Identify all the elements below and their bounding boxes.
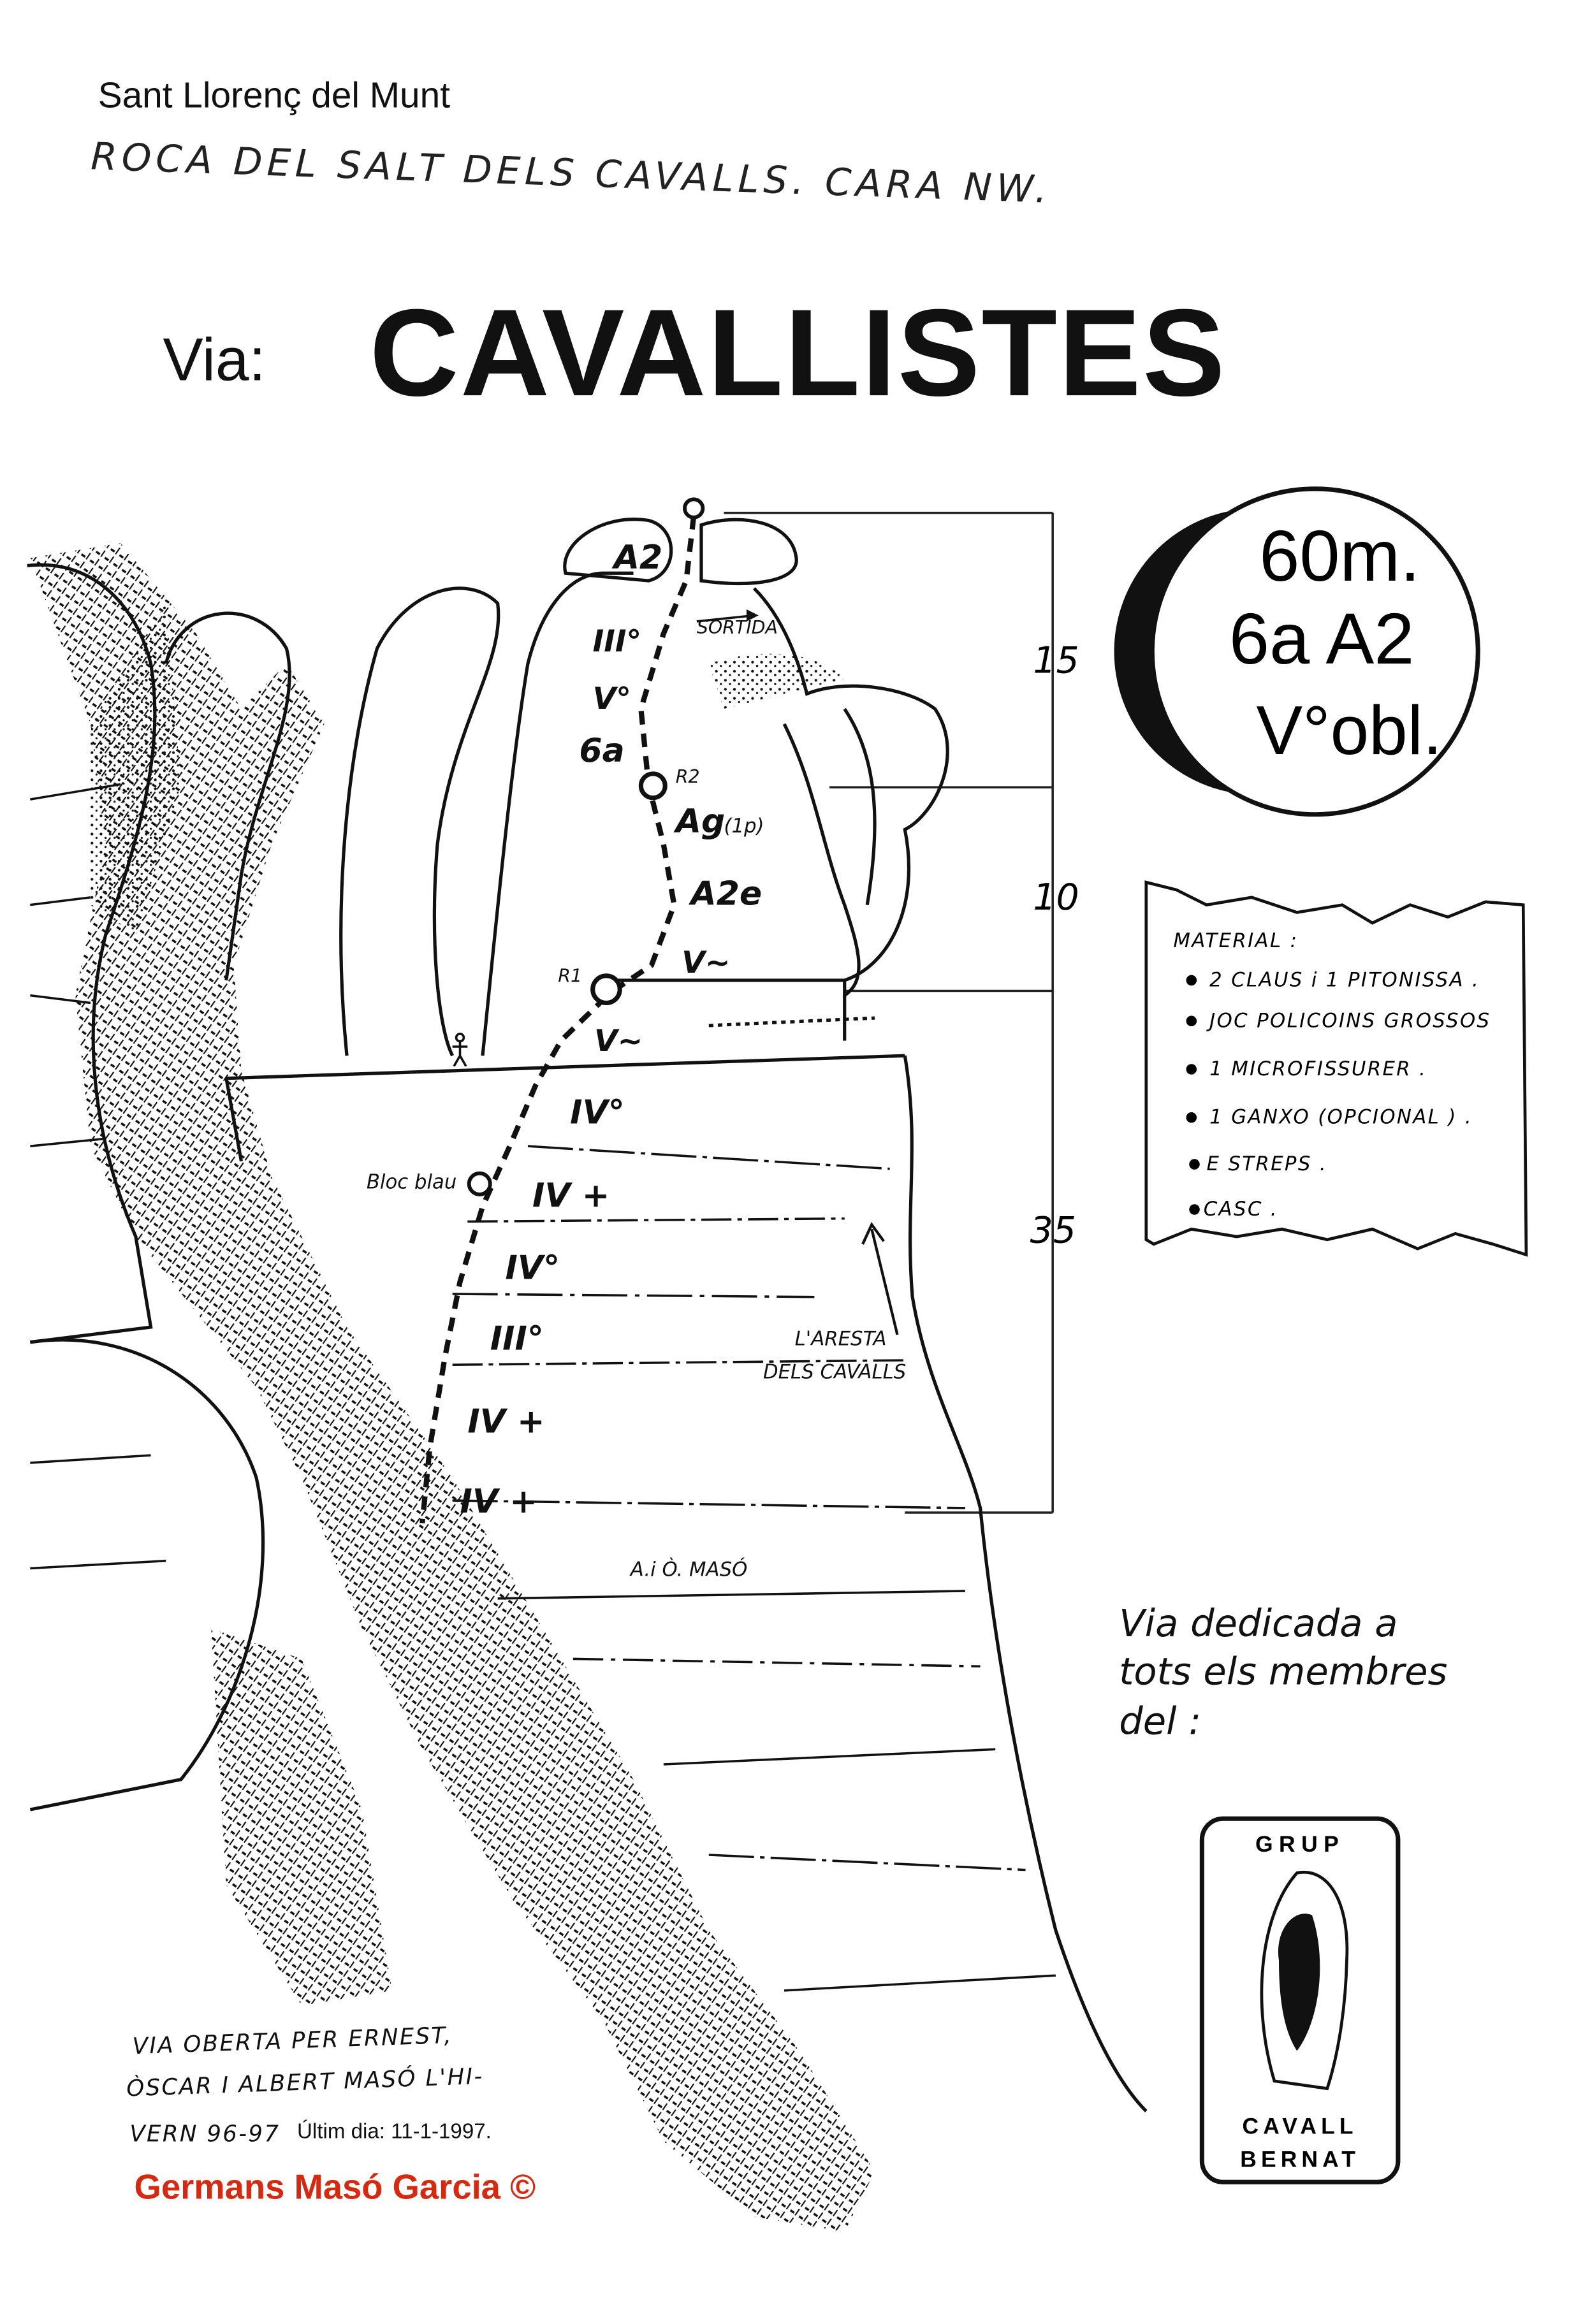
club-logo: GRUP CAVALL BERNAT [1199,1816,1401,2184]
dedication-line: tots els membres [1119,1650,1447,1694]
logo-text: CAVALL [1243,2114,1358,2139]
grade-label: Ag [673,803,726,841]
summary-badge: 60m. 6a A2 V°obl. [1114,486,1480,817]
material-title: MATERIAL : [1173,929,1298,952]
grade-label: IV° [505,1249,560,1287]
arete-label: DELS CAVALLS [763,1360,906,1383]
route-line [420,515,697,1523]
neighbour-route-label: A.i Ò. MASÓ [629,1557,748,1581]
grade-label: III° [490,1320,544,1358]
area-name: Sant Llorenç del Munt [98,75,450,115]
logo-text: BERNAT [1240,2147,1360,2172]
material-item: CASC . [1204,1198,1278,1221]
grade-label: V° [593,681,631,716]
route-name: CAVALLISTES [370,284,1227,422]
exit-arrow-icon [696,614,754,623]
route-grade: 6a A2 [1229,599,1414,679]
belay-label: R2 [676,766,700,787]
belay-r1-icon [590,973,622,1005]
grade-label: IV + [467,1403,544,1441]
pitch-length-3: 35 [1030,1210,1076,1252]
grade-label: V~ [594,1024,643,1059]
material-item: 1 GANXO (OPCIONAL ) . [1209,1106,1473,1129]
grade-label: 6a [579,732,624,770]
material-box: MATERIAL : 2 CLAUS i 1 PITONISSA . JOC P… [1144,880,1528,1257]
material-item: 2 CLAUS i 1 PITONISSA . [1209,968,1480,991]
credits-line: VERN 96-97 [129,2121,280,2147]
rock-drawing [27,518,1148,2232]
grade-label: IV° [570,1094,625,1132]
grade-label: (1p) [724,815,764,838]
summit-marker [683,497,705,519]
block-marker [467,1171,492,1196]
arete-label: L'ARESTA [795,1327,887,1350]
obligatory-grade: V°obl. [1257,692,1443,769]
credits-line: ÒSCAR I ALBERT MASÓ L'HI- [126,2063,485,2102]
grade-label: IV + [460,1483,537,1521]
material-item: JOC POLICOINS GROSSOS [1206,1009,1491,1032]
material-item: E STREPS . [1206,1152,1327,1175]
grade-label: III° [593,624,641,659]
grade-label: IV + [532,1177,609,1215]
grade-label: A2e [688,875,762,913]
material-item: 1 MICROFISSURER . [1209,1057,1427,1080]
pitch-length-1: 15 [1033,639,1079,681]
via-label: Via: [163,326,265,393]
pitch-length-2: 10 [1033,876,1079,919]
dedication-line: Via dedicada a [1119,1601,1397,1645]
exit-label: SORTIDA [697,617,778,638]
grade-label: V~ [682,945,730,980]
wall-name: ROCA DEL SALT DELS CAVALLS. CARA NW. [90,134,1052,212]
arete-arrow-icon [861,1221,899,1335]
copyright: Germans Masó Garcia © [135,2167,536,2206]
route-length: 60m. [1259,516,1420,597]
belay-r2-icon [638,771,668,801]
logo-text: GRUP [1255,1831,1345,1857]
last-day: Últim dia: 11-1-1997. [297,2119,492,2144]
dedication-line: del : [1119,1699,1201,1743]
credits-line: VIA OBERTA PER ERNEST, [132,2023,453,2060]
grade-label: A2 [611,539,662,577]
block-label: Bloc blau [367,1170,457,1193]
climber-icon [452,1033,468,1067]
belay-label: R1 [558,965,582,986]
